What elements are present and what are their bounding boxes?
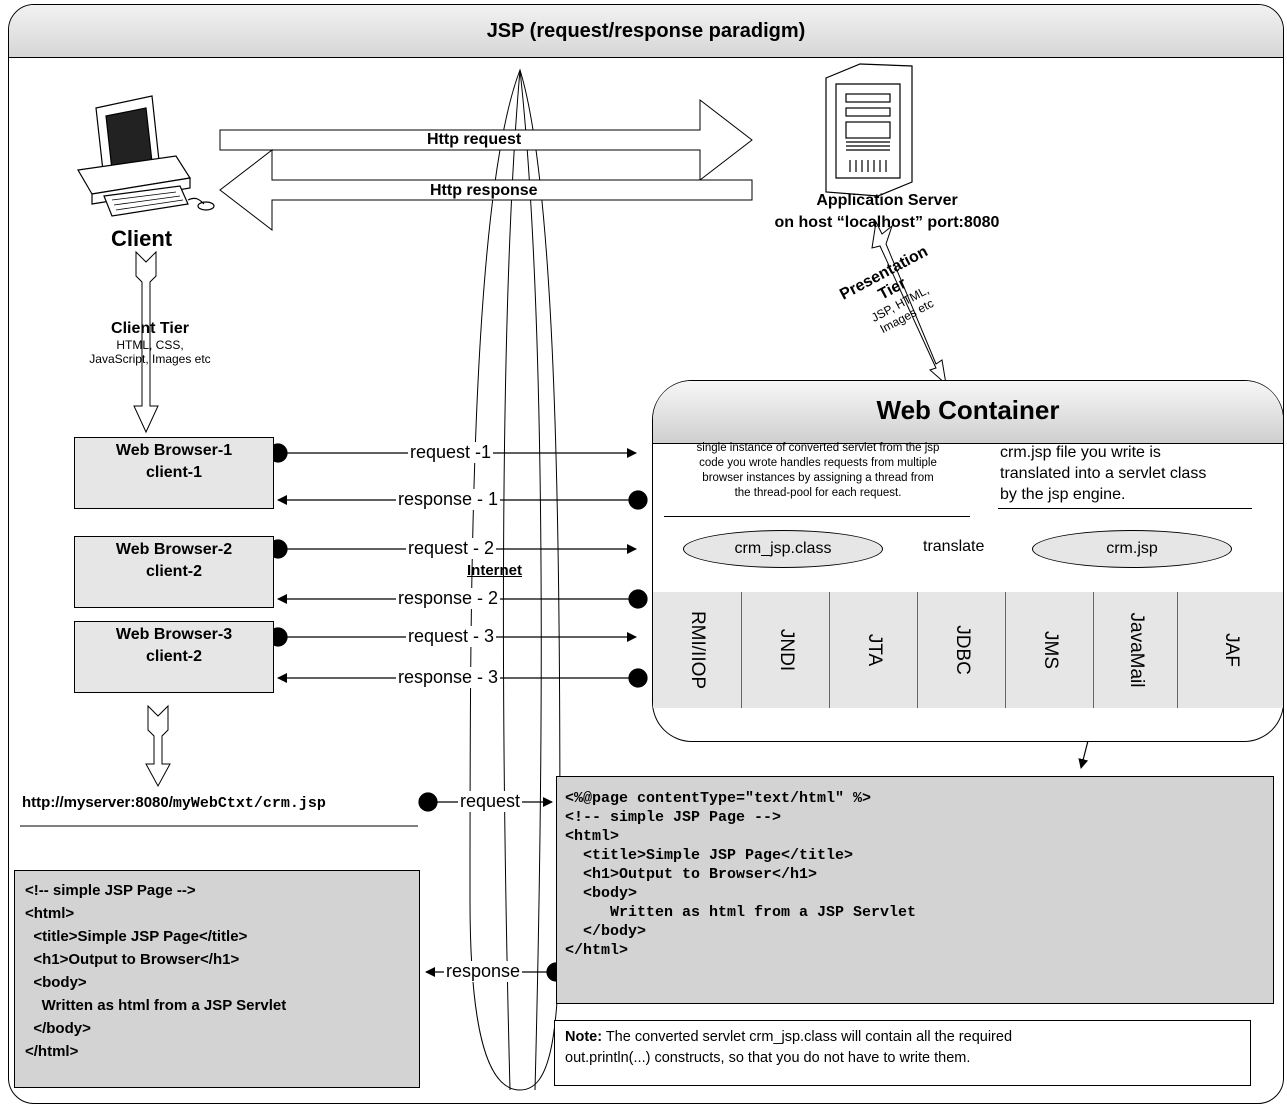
browser-3-client: client-2	[145, 648, 202, 665]
request-3-label: request - 3	[406, 626, 497, 647]
desc-right-divider	[998, 508, 1252, 509]
jsp-source-code-box: <%@page contentType="text/html" %> <!-- …	[556, 776, 1274, 1004]
desc-right-line2: translated into a servlet class	[1000, 465, 1207, 482]
web-container-title: Web Container	[653, 381, 1283, 444]
output-line-3: <title>Simple JSP Page</title>	[25, 928, 248, 945]
internet-cloud	[469, 68, 561, 1091]
browser-3-title: Web Browser-3	[115, 626, 233, 643]
api-jta: JTA	[829, 592, 917, 708]
web-browser-2-box: Web Browser-2 client-2	[74, 536, 274, 608]
url-path: myWebCtxt/crm.jsp	[172, 795, 326, 812]
desc-left-line4: the thread-pool for each request.	[734, 487, 902, 499]
client-computer-icon	[77, 95, 215, 217]
client-tier-arrow	[133, 250, 159, 434]
output-line-1: <!-- simple JSP Page -->	[25, 882, 196, 899]
jsp-code-line-9: </body>	[565, 923, 647, 940]
browser-2-client: client-2	[145, 563, 202, 580]
application-server-icon	[825, 63, 913, 197]
note-text-2: out.println(...) constructs, so that you…	[565, 1050, 971, 1066]
diagram-title: JSP (request/response paradigm)	[9, 5, 1283, 58]
url-prefix: http://myserver:8080/	[22, 794, 173, 811]
jsp-code-line-4: <html>	[565, 828, 620, 845]
jsp-code-line-10: </html>	[565, 942, 629, 959]
presentation-tier-arrow	[871, 220, 947, 386]
crm-jsp-node: crm.jsp	[1032, 530, 1232, 568]
request-url: http://myserver:8080/myWebCtxt/crm.jsp	[22, 794, 326, 812]
api-rmi-iiop: RMI/IIOP	[653, 592, 741, 708]
client-tier-title: Client Tier	[111, 320, 189, 337]
response-3-label: response - 3	[396, 667, 501, 688]
jsp-code-line-7: <body>	[565, 885, 638, 902]
servlet-instance-description: single instance of converted servlet fro…	[660, 441, 976, 501]
http-request-label: Http request	[427, 131, 522, 148]
output-line-2: <html>	[25, 905, 75, 922]
browser-2-title: Web Browser-2	[115, 541, 233, 558]
browser-1-title: Web Browser-1	[115, 442, 233, 459]
crm-jsp-class-node: crm_jsp.class	[683, 530, 883, 568]
note-line-1: Note: The converted servlet crm_jsp.clas…	[565, 1027, 1240, 1048]
output-line-8: </html>	[25, 1043, 79, 1060]
desc-left-line2: code you wrote handles requests from mul…	[699, 457, 937, 469]
url-request-label: request	[458, 791, 523, 812]
http-request-arrow	[219, 98, 753, 182]
response-2-label: response - 2	[396, 588, 501, 609]
note-text-1: The converted servlet crm_jsp.class will…	[602, 1029, 1013, 1045]
output-line-4: <h1>Output to Browser</h1>	[25, 951, 240, 968]
server-label-line2: on host “localhost” port:8080	[774, 214, 1000, 231]
desc-left-divider	[664, 516, 970, 517]
api-jdbc: JDBC	[917, 592, 1005, 708]
request-1-label: request -1	[408, 442, 494, 463]
client-tier-label: Client Tier HTML, CSS, JavaScript, Image…	[50, 320, 250, 366]
client-tier-line2: JavaScript, Images etc	[89, 352, 211, 366]
api-jms: JMS	[1005, 592, 1093, 708]
jsp-code-line-5: <title>Simple JSP Page</title>	[565, 847, 854, 864]
web-browser-3-box: Web Browser-3 client-2	[74, 621, 274, 693]
http-response-arrow	[219, 148, 753, 232]
api-jndi: JNDI	[741, 592, 829, 708]
output-arrow	[145, 704, 171, 788]
api-javamail: JavaMail	[1093, 592, 1177, 708]
output-line-6: Written as html from a JSP Servlet	[25, 997, 287, 1014]
note-box: Note: The converted servlet crm_jsp.clas…	[554, 1020, 1251, 1086]
server-label-line1: Application Server	[816, 192, 958, 209]
output-line-7: </body>	[25, 1020, 91, 1037]
note-prefix: Note:	[565, 1029, 603, 1045]
client-label: Client	[111, 226, 173, 251]
jsp-code-line-1: <%@page contentType="text/html" %>	[565, 790, 872, 807]
jsp-code-line-6: <h1>Output to Browser</h1>	[565, 866, 818, 883]
browser-1-client: client-1	[145, 464, 202, 481]
desc-left-line1: single instance of converted servlet fro…	[696, 442, 940, 454]
diagram-frame: JSP (request/response paradigm)	[8, 4, 1284, 1104]
web-browser-1-box: Web Browser-1 client-1	[74, 437, 274, 509]
translate-label: translate	[921, 538, 987, 556]
internet-label: Internet	[467, 562, 523, 579]
client-tier-line1: HTML, CSS,	[116, 338, 184, 352]
server-label: Application Server on host “localhost” p…	[752, 190, 1022, 234]
api-jaf: JAF	[1177, 592, 1283, 708]
desc-right-line1: crm.jsp file you write is	[1000, 444, 1161, 461]
response-1-label: response - 1	[396, 489, 501, 510]
output-line-5: <body>	[25, 974, 87, 991]
url-response-label: response	[444, 961, 523, 982]
jsp-code-line-3: <!-- simple JSP Page -->	[565, 809, 782, 826]
http-response-label: Http response	[430, 182, 538, 199]
desc-left-line3: browser instances by assigning a thread …	[702, 472, 934, 484]
request-2-label: request - 2	[406, 538, 497, 559]
browser-output-box: <!-- simple JSP Page --> <html> <title>S…	[14, 870, 420, 1088]
desc-right-line3: by the jsp engine.	[1000, 486, 1126, 503]
translation-description: crm.jsp file you write is translated int…	[1000, 442, 1206, 505]
jsp-code-line-8: Written as html from a JSP Servlet	[565, 904, 917, 921]
